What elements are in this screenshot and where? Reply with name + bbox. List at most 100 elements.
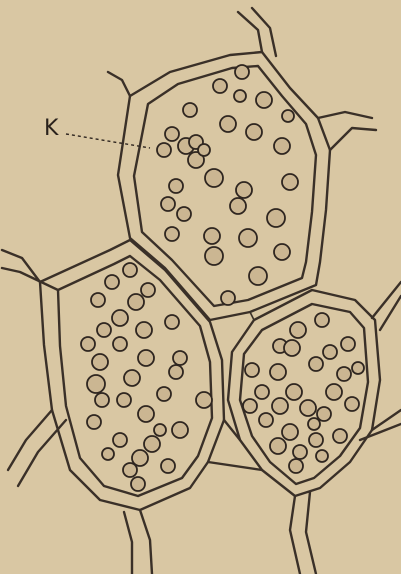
chloroplast-grain	[293, 445, 307, 459]
chloroplast-grain	[230, 198, 246, 214]
wall-fragment-upper-right	[318, 112, 372, 118]
chloroplast-grain	[245, 363, 259, 377]
chloroplast-grain	[289, 459, 303, 473]
chloroplast-grain	[91, 293, 105, 307]
wall-fragment-bottom-mid-2	[208, 462, 262, 470]
chloroplast-grain	[286, 384, 302, 400]
chloroplast-grain	[308, 418, 320, 430]
chloroplast-grain	[173, 351, 187, 365]
chloroplast-grain	[113, 337, 127, 351]
wall-fragment-bottom-left-2	[124, 512, 132, 574]
wall-fragment-bottom-right-2	[306, 492, 316, 574]
chloroplast-grain	[204, 228, 220, 244]
wall-fragment-right-mid-2	[372, 282, 401, 318]
chloroplast-grain	[87, 415, 101, 429]
chloroplast-grain	[315, 313, 329, 327]
chloroplast-grain	[284, 340, 300, 356]
chloroplast-grain	[165, 315, 179, 329]
chloroplast-grain	[123, 463, 137, 477]
chloroplast-grain	[267, 209, 285, 227]
chloroplast-grain	[81, 337, 95, 351]
chloroplast-grain	[172, 422, 188, 438]
chloroplast-grain	[272, 398, 288, 414]
chloroplast-grain	[144, 436, 160, 452]
chloroplast-grain	[196, 392, 212, 408]
chloroplast-grain	[236, 182, 252, 198]
chloroplast-grain	[157, 387, 171, 401]
chloroplast-grain	[316, 450, 328, 462]
chloroplast-grain	[352, 362, 364, 374]
chloroplast-grain	[282, 424, 298, 440]
wall-fragment-right-lower-2	[360, 424, 401, 440]
chloroplast-grain	[124, 370, 140, 386]
chloroplast-grain	[113, 433, 127, 447]
chloroplast-grain	[169, 365, 183, 379]
chloroplast-grain	[154, 424, 166, 436]
chloroplast-grain	[274, 138, 290, 154]
chloroplast-grain	[161, 197, 175, 211]
chloroplast-grain	[317, 407, 331, 421]
chloroplast-grain	[141, 283, 155, 297]
wall-fragment-top-2	[252, 8, 276, 56]
chloroplast-grain	[341, 337, 355, 351]
chloroplast-grain	[128, 294, 144, 310]
wall-fragment-upper-right-2	[330, 128, 376, 150]
wall-fragment-bottom-left	[140, 510, 152, 574]
chloroplast-grain	[138, 350, 154, 366]
chloroplast-grain	[282, 110, 294, 122]
chloroplast-grain	[117, 393, 131, 407]
chloroplast-grain	[255, 385, 269, 399]
chloroplast-grain	[234, 90, 246, 102]
chloroplast-grain	[198, 144, 210, 156]
cell-walls	[2, 8, 401, 574]
wall-fragment-left-upper-2	[2, 268, 58, 290]
chloroplast-grain	[183, 103, 197, 117]
chloroplast-grain	[169, 179, 183, 193]
chloroplast-grain	[95, 393, 109, 407]
chloroplast-grain	[221, 291, 235, 305]
chloroplast-grain	[97, 323, 111, 337]
chloroplast-grain	[309, 357, 323, 371]
chloroplast-grain	[256, 92, 272, 108]
chloroplast-grain	[270, 364, 286, 380]
chloroplast-grain	[157, 143, 171, 157]
wall-fragment-left-lower	[8, 410, 52, 470]
wall-fragment-right-lower	[372, 410, 401, 430]
label-k: K	[44, 118, 58, 140]
chloroplast-grain	[282, 174, 298, 190]
chloroplast-grain	[220, 116, 236, 132]
chloroplast-grain	[112, 310, 128, 326]
chloroplast-grain	[326, 384, 342, 400]
chloroplast-grain	[333, 429, 347, 443]
chloroplast-grain	[345, 397, 359, 411]
chloroplast-grain	[92, 354, 108, 370]
chloroplast-grain	[259, 413, 273, 427]
chloroplast-grain	[290, 322, 306, 338]
chloroplast-grain	[235, 65, 249, 79]
chloroplast-grain	[131, 477, 145, 491]
wall-fragment-right-mid	[380, 296, 401, 330]
chloroplast-grain	[300, 400, 316, 416]
chloroplast-grain	[239, 229, 257, 247]
chloroplast-grain	[87, 375, 105, 393]
chloroplast-grain	[205, 247, 223, 265]
wall-fragment-topleft	[108, 72, 130, 96]
chloroplast-grain	[246, 124, 262, 140]
chloroplast-grain	[161, 459, 175, 473]
label-leader-line	[66, 134, 150, 148]
chloroplast-grain	[177, 207, 191, 221]
wall-fragment-top	[238, 12, 262, 52]
wall-fragment-shared-2	[130, 240, 165, 268]
wall-fragment-shared	[250, 312, 254, 320]
chloroplast-grain	[105, 275, 119, 289]
chloroplast-grain	[249, 267, 267, 285]
chloroplast-grain	[205, 169, 223, 187]
chloroplast-grain	[309, 433, 323, 447]
chloroplast-grain	[102, 448, 114, 460]
wall-fragment-left-lower-2	[18, 420, 66, 486]
chloroplast-grain	[274, 244, 290, 260]
wall-fragment-left-upper	[2, 250, 40, 282]
wall-fragment-bottom-right	[290, 496, 300, 574]
